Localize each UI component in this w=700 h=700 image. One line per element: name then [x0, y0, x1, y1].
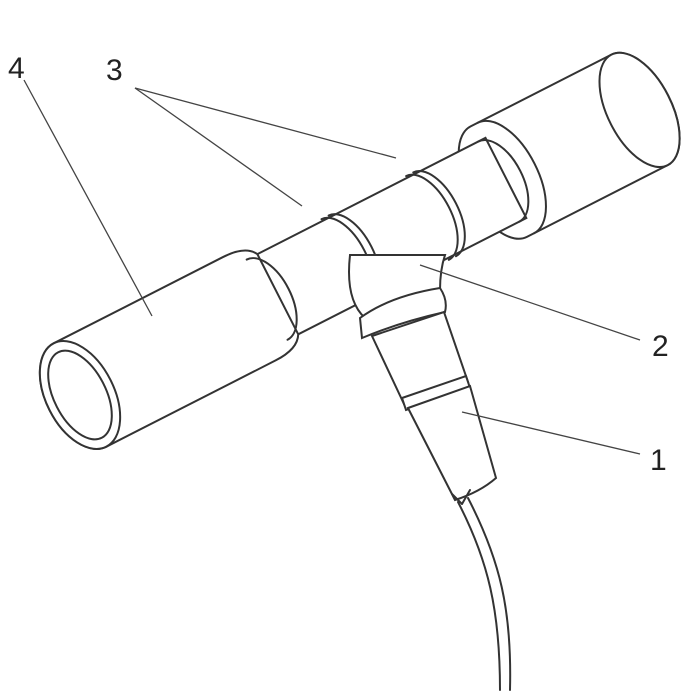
t-collar — [358, 286, 447, 340]
left-cuff-inner — [47, 349, 113, 441]
label-1: 1 — [650, 444, 667, 477]
cable — [467, 497, 512, 691]
label-3: 3 — [106, 54, 123, 87]
right-cuff-rim — [476, 119, 547, 235]
label-4: 4 — [8, 52, 25, 85]
sensor-tip — [451, 489, 471, 505]
main-tube — [38, 51, 681, 450]
label-2: 2 — [652, 330, 669, 363]
leader-3b — [134, 87, 303, 207]
sensor-lower — [406, 384, 498, 502]
leader-1 — [461, 411, 641, 455]
right-cuff-end — [598, 51, 681, 169]
middle-tube-end — [477, 139, 530, 223]
left-cuff-opening — [38, 340, 122, 450]
leader-2 — [419, 264, 641, 341]
leader-4 — [23, 79, 153, 317]
leader-3a — [134, 87, 397, 159]
left-cuff-step — [245, 257, 298, 341]
cable-edge — [457, 501, 501, 691]
